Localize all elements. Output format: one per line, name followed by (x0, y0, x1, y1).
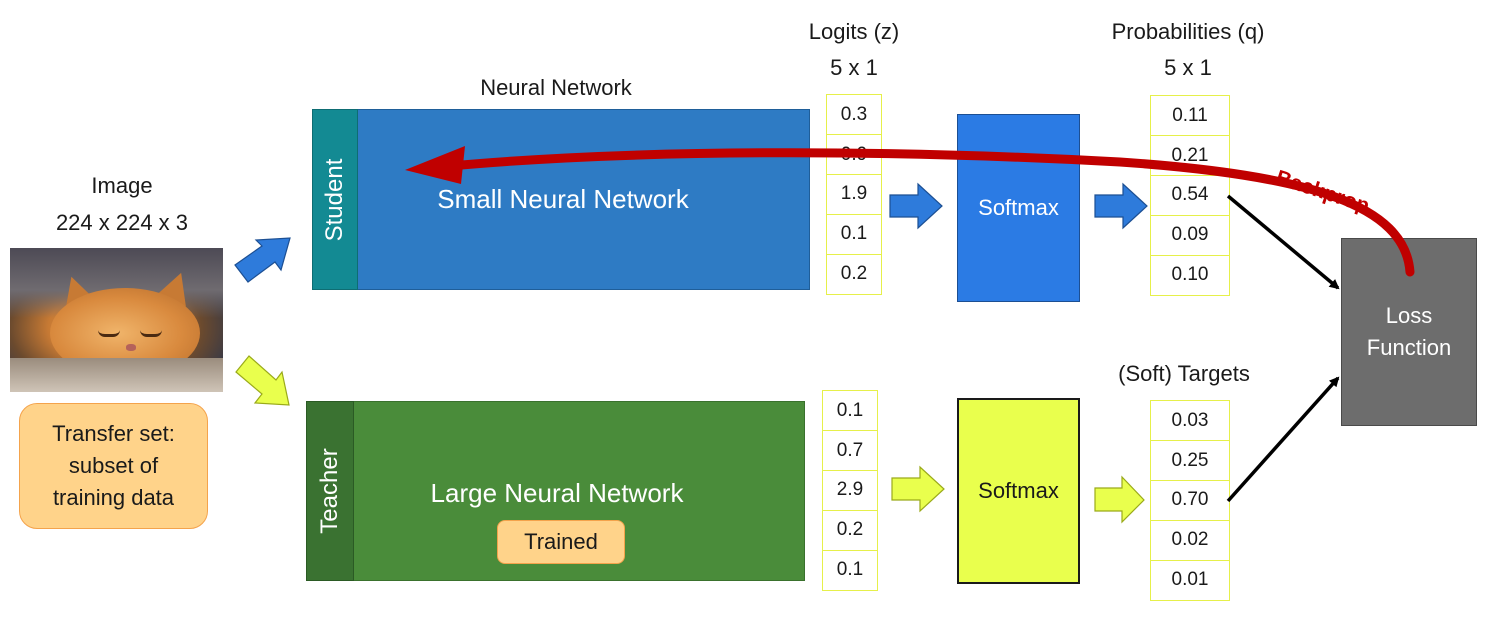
soft-targets-title: (Soft) Targets (1118, 361, 1250, 386)
teacher-logits-column: 0.1 0.7 2.9 0.2 0.1 (822, 390, 878, 591)
image-title: Image (91, 173, 153, 198)
student-softmax-label: Softmax (978, 195, 1059, 220)
probabilities-title: Probabilities (q) (1111, 19, 1265, 44)
probability-cell: 0.10 (1150, 254, 1230, 296)
trained-badge-label: Trained (524, 529, 598, 554)
image-dims: 224 x 224 x 3 (55, 210, 189, 235)
student-probabilities-column: 0.11 0.21 0.54 0.09 0.10 (1150, 95, 1230, 296)
teacher-softmax-to-targets-arrow (1094, 475, 1145, 524)
probabilities-shape: 5 x 1 (1164, 55, 1212, 80)
student-side-bar: Student (312, 109, 358, 290)
transfer-set-label: Transfer set: subset of training data (52, 421, 175, 510)
cat-image (10, 248, 223, 392)
student-logits-to-softmax-arrow (889, 182, 943, 230)
student-network-name: Small Neural Network (437, 184, 689, 214)
logits-title: Logits (z) (808, 19, 900, 44)
teacher-logits-to-softmax-arrow (891, 465, 945, 513)
teacher-softmax-box: Softmax (957, 398, 1080, 584)
image-to-student-arrow (234, 237, 291, 283)
soft-target-cell: 0.01 (1150, 559, 1230, 601)
teacher-softmax-label: Softmax (978, 478, 1059, 503)
teacher-side-bar: Teacher (306, 401, 354, 581)
teacher-logit-cell: 0.1 (822, 549, 878, 591)
loss-function-label: Loss Function (1366, 303, 1452, 360)
network-header: Neural Network (480, 75, 632, 100)
transfer-set-box: Transfer set: subset of training data (19, 403, 208, 529)
teacher-network-name: Large Neural Network (430, 478, 684, 508)
backprop-arrowhead (405, 146, 465, 184)
targets-to-loss-arrow (1226, 376, 1340, 503)
backprop-arrow (445, 148, 1415, 277)
probs-to-loss-arrow (1226, 194, 1340, 290)
logits-shape: 5 x 1 (830, 55, 878, 80)
soft-targets-column: 0.03 0.25 0.70 0.02 0.01 (1150, 400, 1230, 601)
image-to-teacher-arrow (235, 355, 290, 406)
student-logit-cell: 0.2 (826, 253, 882, 295)
student-softmax-to-probs-arrow (1094, 182, 1148, 230)
student-network-box: Small Neural Network (312, 109, 810, 290)
trained-badge: Trained (497, 520, 625, 564)
student-softmax-box: Softmax (957, 114, 1080, 302)
